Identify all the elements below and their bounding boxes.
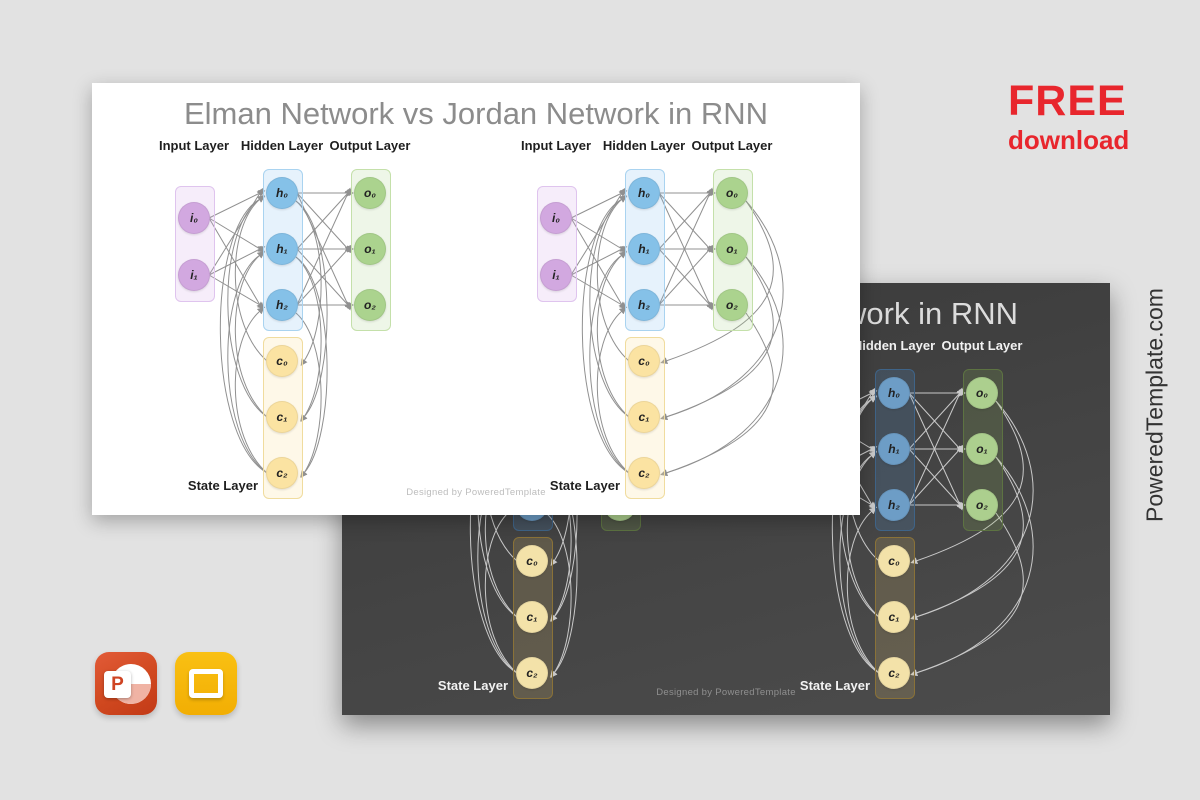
- designed-by-credit: Designed by PoweredTemplate: [406, 487, 546, 498]
- node-o0: o₀: [966, 377, 998, 409]
- node-h2: h₂: [878, 489, 910, 521]
- node-o0: o₀: [716, 177, 748, 209]
- slide-title: Elman Network vs Jordan Network in RNN: [183, 96, 768, 131]
- node-c1: c₁: [878, 601, 910, 633]
- state-layer-label: State Layer: [799, 678, 870, 693]
- node-c0: c₀: [878, 545, 910, 577]
- node-o1: o₁: [716, 233, 748, 265]
- hidden-layer-label: Hidden Layer: [852, 338, 936, 353]
- designed-by-credit: Designed by PoweredTemplate: [656, 687, 796, 698]
- input-layer-label: Input Layer: [158, 138, 230, 153]
- node-i0: i₀: [540, 202, 572, 234]
- node-i1: i₁: [178, 259, 210, 291]
- output-layer-label: Output Layer: [691, 138, 773, 153]
- hidden-layer-label: Hidden Layer: [602, 138, 686, 153]
- slide-preview-light: Elman Network vs Jordan Network in RNN I…: [92, 83, 860, 515]
- node-c2: c₂: [516, 657, 548, 689]
- elman-network-diagram: Input Layer Hidden Layer Output Layer i₀…: [92, 83, 438, 515]
- state-layer-label: State Layer: [437, 678, 508, 693]
- node-i1: i₁: [540, 259, 572, 291]
- node-h0: h₀: [878, 377, 910, 409]
- node-c2: c₂: [628, 457, 660, 489]
- node-c2: c₂: [266, 457, 298, 489]
- node-h1: h₁: [878, 433, 910, 465]
- output-layer-label: Output Layer: [941, 338, 1023, 353]
- node-h2: h₂: [628, 289, 660, 321]
- powerpoint-letter: P: [104, 671, 131, 698]
- jordan-network-diagram: Input Layer Hidden Layer Output Layer i₀…: [454, 83, 800, 515]
- node-i0: i₀: [178, 202, 210, 234]
- node-c0: c₀: [266, 345, 298, 377]
- slide-frame-glyph: [189, 669, 223, 698]
- node-h0: h₀: [266, 177, 298, 209]
- node-c2: c₂: [878, 657, 910, 689]
- node-o0: o₀: [354, 177, 386, 209]
- node-c1: c₁: [628, 401, 660, 433]
- node-c0: c₀: [516, 545, 548, 577]
- input-layer-label: Input Layer: [520, 138, 592, 153]
- node-c1: c₁: [266, 401, 298, 433]
- node-o2: o₂: [966, 489, 998, 521]
- node-h1: h₁: [628, 233, 660, 265]
- output-layer-label: Output Layer: [329, 138, 411, 153]
- node-c0: c₀: [628, 345, 660, 377]
- node-o1: o₁: [966, 433, 998, 465]
- node-h1: h₁: [266, 233, 298, 265]
- free-label: FREE: [1008, 77, 1127, 125]
- node-h2: h₂: [266, 289, 298, 321]
- hidden-layer-label: Hidden Layer: [240, 138, 324, 153]
- node-o2: o₂: [716, 289, 748, 321]
- download-label: download: [1008, 125, 1130, 155]
- poweredtemplate-watermark: PoweredTemplate.com: [1141, 288, 1168, 522]
- state-layer-label: State Layer: [187, 478, 258, 493]
- node-c1: c₁: [516, 601, 548, 633]
- node-o1: o₁: [354, 233, 386, 265]
- google-slides-icon[interactable]: [175, 652, 237, 715]
- node-o2: o₂: [354, 289, 386, 321]
- node-h0: h₀: [628, 177, 660, 209]
- free-download-badge[interactable]: FREE download: [1008, 77, 1130, 155]
- powerpoint-icon[interactable]: P: [95, 652, 157, 715]
